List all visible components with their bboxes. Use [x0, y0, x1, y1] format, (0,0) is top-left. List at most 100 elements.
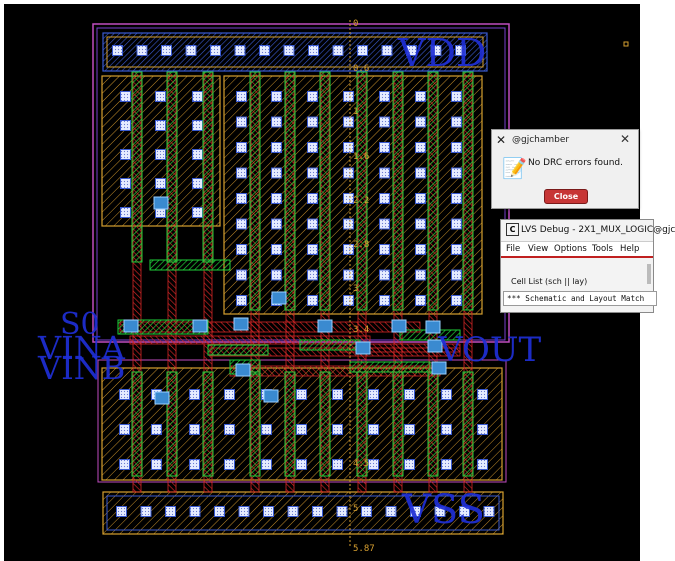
contact	[435, 507, 445, 516]
lvs-debug-window: C LVS Debug - 2X1_MUX_LOGIC@gjc File Vie…	[500, 219, 675, 313]
contact	[137, 46, 147, 55]
contact	[186, 46, 196, 55]
contact	[308, 219, 317, 229]
ruler-top: 0	[353, 19, 359, 29]
metal1-track	[319, 371, 331, 477]
contact	[380, 168, 389, 178]
output-panel: *** Schematic and Layout Match	[503, 291, 657, 306]
contact	[452, 117, 461, 127]
contact	[308, 117, 317, 127]
contact	[386, 507, 396, 516]
metal1-route	[349, 361, 431, 373]
contact	[478, 460, 487, 469]
ruler-r7: 3.4	[353, 325, 370, 335]
contact	[237, 143, 246, 152]
contact	[407, 46, 416, 55]
contact	[262, 460, 271, 469]
contact	[308, 270, 317, 280]
contact	[442, 460, 451, 469]
ruler-r2: 1	[353, 107, 359, 117]
contact	[344, 270, 353, 280]
dialog-title: @gjchamber	[512, 135, 570, 145]
metal1-track	[249, 371, 261, 477]
contact	[141, 507, 151, 516]
contact	[380, 219, 389, 229]
contact	[308, 194, 317, 203]
contact	[235, 46, 245, 55]
metal1-route	[149, 259, 231, 271]
metal1-route	[207, 344, 269, 356]
contact	[156, 208, 165, 217]
contact	[380, 117, 389, 127]
contact	[121, 150, 130, 159]
close-icon[interactable]: ✕	[619, 132, 630, 146]
contact	[272, 117, 281, 127]
contact	[193, 150, 202, 159]
contact	[237, 168, 246, 178]
contact	[380, 143, 389, 152]
contact	[452, 245, 461, 254]
contact	[416, 245, 425, 254]
contact	[478, 425, 487, 434]
contact	[288, 507, 298, 516]
contact	[380, 194, 389, 203]
contact	[369, 460, 378, 469]
metal1-track	[319, 71, 331, 311]
vss-label: VSS	[402, 487, 485, 533]
via	[192, 319, 208, 333]
contact	[284, 46, 294, 55]
contact	[333, 390, 342, 399]
menu-file[interactable]: File	[506, 244, 521, 254]
contact	[308, 143, 317, 152]
contact	[416, 92, 425, 101]
contact	[272, 168, 281, 178]
ruler-r9: 5	[353, 504, 359, 514]
menu-options[interactable]: Options	[554, 244, 587, 254]
contact	[344, 219, 353, 229]
metal1-track	[284, 71, 296, 311]
contact	[484, 507, 494, 516]
metal1-route	[299, 339, 361, 351]
contact	[380, 92, 389, 101]
contact	[369, 390, 378, 399]
ruler-bottom: 5.87	[353, 544, 375, 554]
vout-label: VOUT	[438, 330, 542, 370]
poly-route	[129, 335, 371, 345]
metal1-track	[166, 71, 178, 263]
contact	[333, 46, 343, 55]
contact	[193, 92, 202, 101]
contact	[237, 92, 246, 101]
contact	[380, 270, 389, 280]
contact	[431, 46, 441, 55]
ruler-r5: 2.8	[353, 240, 370, 250]
metal1-track	[284, 371, 296, 477]
contact	[272, 143, 281, 152]
menu-help[interactable]: Help	[620, 244, 640, 254]
ruler-r3: 1.6	[353, 152, 370, 162]
contact	[478, 390, 487, 399]
metal1-track	[392, 71, 404, 311]
contact	[237, 219, 246, 229]
contact	[272, 194, 281, 203]
contact	[121, 179, 130, 188]
contact	[166, 507, 175, 516]
contact	[113, 46, 122, 55]
menu-view[interactable]: View	[528, 244, 549, 254]
drc-dialog: ✕ @gjchamber ✕ 📝 No DRC errors found. Cl…	[491, 129, 639, 209]
window-title: LVS Debug - 2X1_MUX_LOGIC@gjc	[521, 225, 675, 235]
menu-tools[interactable]: Tools	[592, 244, 613, 254]
scrollbar[interactable]	[647, 264, 651, 284]
contact	[442, 425, 451, 434]
contact	[237, 270, 246, 280]
contact	[162, 46, 171, 55]
contact	[405, 425, 414, 434]
contact	[190, 460, 199, 469]
contact	[313, 507, 322, 516]
contact	[262, 425, 271, 434]
contact	[211, 46, 220, 55]
contact	[272, 270, 281, 280]
contact	[225, 390, 234, 399]
contact	[344, 296, 353, 305]
close-button[interactable]: Close	[544, 189, 588, 204]
metal1-track	[131, 71, 143, 263]
